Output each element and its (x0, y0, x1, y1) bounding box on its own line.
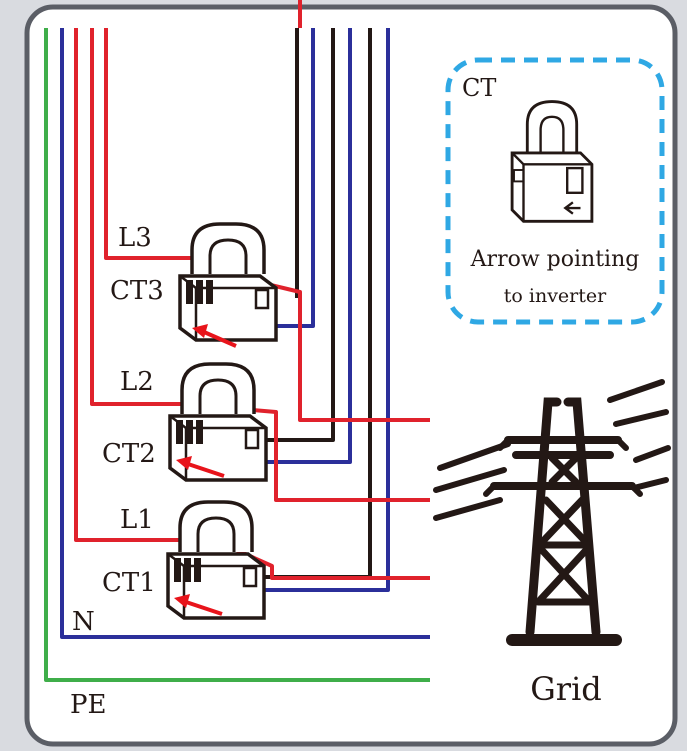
label-n: N (72, 607, 95, 637)
l1-wire-in (74, 28, 190, 542)
inset-caption-line1: Arrow pointing (470, 247, 640, 272)
bundle-blue-3 (262, 28, 390, 592)
ct3-clamp (178, 222, 278, 342)
n-wire (60, 28, 430, 639)
label-l3: L3 (118, 223, 152, 253)
bundle-blue-1 (266, 28, 315, 328)
ct-orientation-inset: CT Arrow pointing to inverter (445, 57, 665, 325)
label-ct2: CT2 (102, 439, 156, 469)
pe-wire (44, 28, 430, 682)
label-ct1: CT1 (102, 568, 156, 598)
ct3-arrow-shaft (203, 330, 237, 348)
bundle-blue-2 (256, 28, 352, 464)
label-l2: L2 (120, 367, 154, 397)
l2-wire-in (90, 28, 185, 406)
transmission-tower-icon (433, 379, 671, 646)
wire-layer (44, 0, 430, 682)
label-l1: L1 (120, 505, 154, 535)
label-ct3: CT3 (110, 276, 164, 306)
grid-label: Grid (530, 670, 602, 708)
ct2-arrow-head (176, 456, 192, 470)
ct1-arrow-shaft (185, 600, 223, 616)
inset-caption-line2: to inverter (504, 285, 607, 307)
label-pe: PE (70, 690, 106, 720)
bundle-black-2 (258, 28, 335, 442)
inset-title: CT (462, 74, 496, 102)
ct1-arrow-head (174, 594, 190, 608)
ct3-arrow-head (192, 324, 208, 338)
clamp-icon (510, 100, 594, 223)
ct2-arrow-shaft (187, 462, 225, 478)
direction-arrows (174, 324, 237, 616)
l3-wire-in (104, 28, 196, 260)
